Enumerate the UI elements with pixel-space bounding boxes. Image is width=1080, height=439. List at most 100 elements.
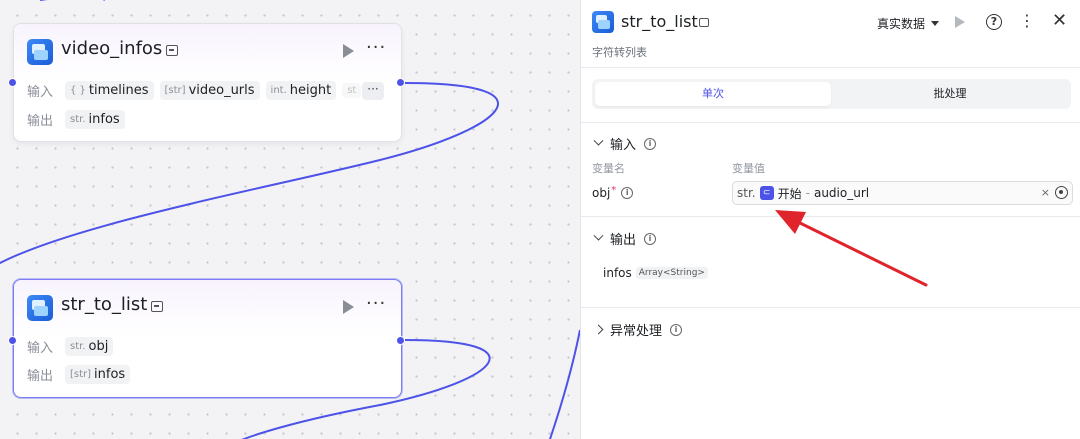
node-outputs-row: 输出 str.infos: [27, 110, 125, 129]
node-title: video_infos: [61, 38, 163, 59]
param-name: video_urls: [188, 83, 255, 98]
tab-batch[interactable]: 批处理: [933, 87, 967, 100]
reference-picker-icon[interactable]: [1055, 186, 1068, 199]
param-type: st: [347, 85, 357, 96]
input-port[interactable]: [8, 78, 17, 87]
output-param: [str]infos: [65, 365, 131, 384]
output-variable: infos Array<String>: [603, 266, 708, 280]
template-icon[interactable]: [699, 18, 709, 27]
section-title: 输出: [610, 233, 637, 248]
caret-down-icon: [931, 21, 940, 26]
more-icon[interactable]: ···: [366, 293, 387, 314]
input-param: str.obj: [65, 337, 114, 356]
output-port[interactable]: [396, 78, 405, 87]
input-param: int.height: [265, 81, 337, 100]
info-icon[interactable]: i: [644, 232, 657, 245]
data-mode-dropdown[interactable]: 真实数据: [877, 15, 940, 32]
variable-type: str.: [737, 186, 756, 200]
template-icon[interactable]: [166, 45, 178, 56]
node-video-infos[interactable]: video_infos ··· 输入 { }timelines [str]vid…: [13, 23, 402, 142]
reference-separator: -: [805, 186, 810, 200]
param-name: obj: [88, 339, 109, 354]
help-icon[interactable]: ?: [986, 14, 1002, 30]
output-port[interactable]: [396, 336, 405, 345]
close-icon[interactable]: ✕: [1052, 10, 1068, 31]
start-node-icon: ⊂: [759, 186, 774, 200]
output-name: infos: [603, 266, 632, 280]
edge-right-going: [548, 329, 580, 439]
run-icon[interactable]: [343, 300, 354, 314]
column-label-value: 变量值: [732, 162, 765, 175]
reference-source: 开始: [777, 186, 802, 201]
tab-single[interactable]: 单次: [595, 82, 831, 106]
chevron-down-icon: [593, 135, 604, 146]
more-icon[interactable]: ···: [366, 37, 387, 58]
panel-description[interactable]: 字符转列表: [592, 46, 647, 59]
section-title: 输入: [610, 138, 637, 153]
code-node-icon: [592, 11, 614, 33]
param-type: int.: [270, 85, 287, 96]
info-icon[interactable]: i: [670, 323, 683, 336]
section-title: 异常处理: [610, 324, 663, 339]
param-type: str.: [70, 114, 86, 125]
variable-name: obj: [592, 186, 611, 200]
param-type: str.: [70, 341, 86, 352]
clear-icon[interactable]: ×: [1040, 186, 1050, 199]
inputs-more-button[interactable]: ···: [362, 82, 384, 100]
outputs-label: 输出: [27, 114, 54, 129]
chevron-down-icon: [593, 230, 604, 241]
variable-value-field[interactable]: str. ⊂ 开始 - audio_url ×: [732, 181, 1073, 205]
edge-video-infos-to-str-to-list: [0, 82, 499, 265]
outputs-label: 输出: [27, 369, 54, 384]
error-handling-section-header[interactable]: 异常处理 i: [593, 320, 683, 339]
run-mode-tabs: 单次 批处理: [592, 79, 1071, 109]
input-param: { }timelines: [65, 81, 154, 100]
node-inputs-row: 输入 str.obj: [27, 337, 114, 356]
param-type: { }: [70, 85, 86, 96]
workflow-canvas[interactable]: video_infos ··· 输入 { }timelines [str]vid…: [0, 0, 580, 439]
node-header: [14, 24, 401, 80]
panel-title[interactable]: str_to_list: [621, 12, 698, 31]
run-icon[interactable]: [343, 44, 354, 58]
edge-layer: [0, 0, 580, 439]
input-param: [str]video_urls: [159, 81, 260, 100]
inputs-label: 输入: [27, 85, 54, 100]
required-mark: *: [611, 184, 617, 196]
divider: [581, 216, 1080, 217]
chevron-right-icon: [593, 324, 604, 335]
output-param: str.infos: [65, 110, 125, 129]
edge-str-to-list-out: [241, 339, 491, 439]
node-outputs-row: 输出 [str]infos: [27, 365, 131, 384]
node-str-to-list[interactable]: str_to_list ··· 输入 str.obj 输出 [str]infos: [13, 279, 402, 398]
output-section-header[interactable]: 输出 i: [593, 229, 657, 248]
column-label-name: 变量名: [592, 162, 625, 175]
code-node-icon: [27, 295, 53, 321]
run-icon[interactable]: [955, 16, 965, 28]
info-icon[interactable]: i: [621, 187, 634, 199]
input-param-truncated: st: [342, 83, 362, 98]
node-header: [14, 280, 401, 336]
input-section-header[interactable]: 输入 i: [593, 134, 657, 153]
reference-variable: audio_url: [813, 186, 870, 200]
input-variable-name: obj * i: [592, 184, 634, 200]
param-type: [str]: [70, 369, 92, 380]
param-name: timelines: [88, 83, 149, 98]
inputs-label: 输入: [27, 341, 54, 356]
node-title: str_to_list: [61, 294, 148, 315]
node-inputs-row: 输入 { }timelines [str]video_urls int.heig…: [27, 81, 362, 100]
node-config-panel: str_to_list 字符转列表 真实数据 ? ⋮ ✕ 单次 批处理 输入 i…: [580, 0, 1080, 439]
divider: [581, 122, 1080, 123]
code-node-icon: [27, 39, 53, 65]
param-name: infos: [88, 112, 120, 127]
more-vertical-icon[interactable]: ⋮: [1019, 11, 1035, 30]
info-icon[interactable]: i: [644, 137, 657, 150]
divider: [581, 307, 1080, 308]
param-name: infos: [94, 367, 126, 382]
input-port[interactable]: [8, 336, 17, 345]
output-type-tag: Array<String>: [635, 267, 708, 279]
data-mode-label: 真实数据: [877, 17, 926, 31]
divider: [581, 67, 1080, 68]
param-name: height: [289, 83, 332, 98]
template-icon[interactable]: [151, 301, 163, 312]
param-type: [str]: [164, 85, 186, 96]
